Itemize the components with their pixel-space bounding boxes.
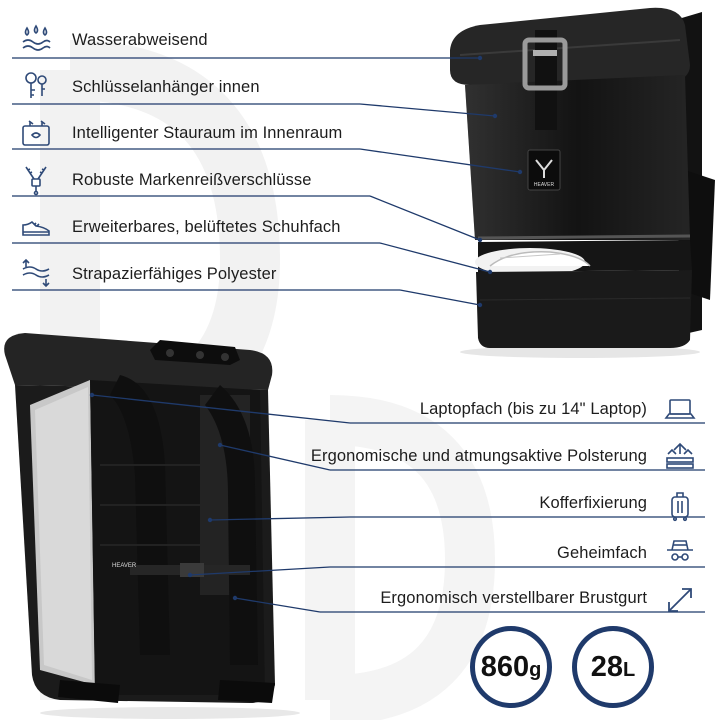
spy-hat-icon: [664, 537, 696, 569]
sneaker-icon: [20, 211, 52, 243]
feature-label: Robuste Markenreißverschlüsse: [72, 171, 312, 189]
feature-label: Kofferfixierung: [539, 494, 647, 512]
feature-label: Ergonomisch verstellbarer Brustgurt: [380, 589, 647, 607]
ventilation-icon: [664, 440, 696, 472]
feature-label: Geheimfach: [557, 544, 647, 562]
suitcase-icon: [664, 490, 696, 522]
volume-unit: L: [623, 659, 636, 681]
feature-label: Strapazierfähiges Polyester: [72, 265, 277, 283]
weight-value: 860: [480, 650, 530, 683]
feature-label: Wasserabweisend: [72, 31, 208, 49]
volume-value: 28: [590, 650, 624, 683]
feature-label: Ergonomische und atmungsaktive Polsterun…: [310, 447, 647, 465]
organizer-icon: [20, 117, 52, 149]
zipper-icon: [20, 164, 52, 196]
brand-logo-text-back: HEAVER: [112, 563, 137, 569]
backpack-back-image: HEAVER: [4, 333, 300, 719]
feature-label: Schlüsselanhänger innen: [72, 78, 260, 96]
feature-label: Laptopfach (bis zu 14" Laptop): [419, 400, 647, 418]
backpack-front-image: HEAVER: [450, 7, 715, 358]
weight-unit: g: [529, 659, 542, 681]
water-drops-icon: [20, 22, 52, 54]
feature-label: Erweiterbares, belüftetes Schuhfach: [72, 218, 341, 236]
keys-icon: [20, 70, 52, 102]
laptop-icon: [664, 393, 696, 425]
brand-logo-text: HEAVER: [534, 182, 555, 188]
diagonal-arrows-icon: [664, 584, 696, 616]
fabric-icon: [20, 257, 52, 289]
feature-label: Intelligenter Stauraum im Innenraum: [72, 124, 343, 142]
